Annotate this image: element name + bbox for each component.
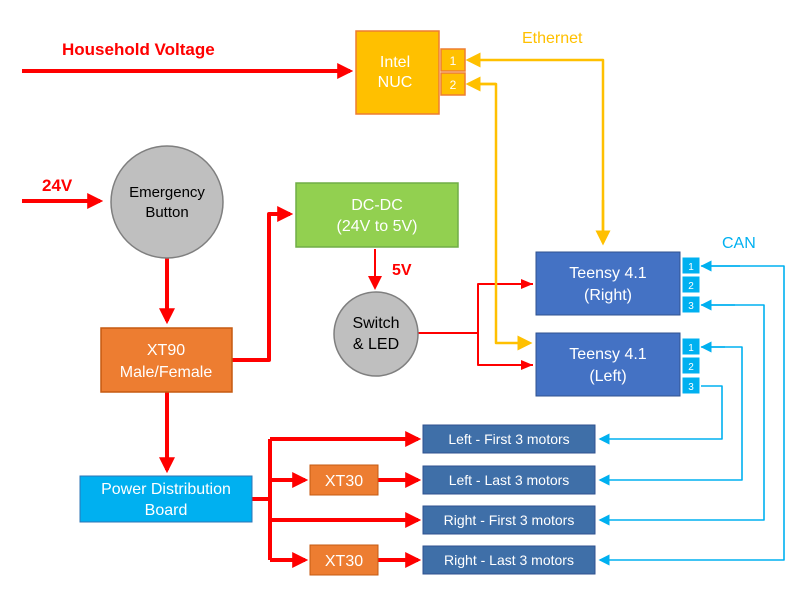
xt30-a-box: [309, 464, 379, 496]
teensy-right: Teensy 4.1 (Right) 1 2 3: [535, 251, 701, 316]
teensy-right-port-2-label: 2: [688, 281, 694, 292]
dcdc-label-2: (24V to 5V): [337, 218, 418, 235]
switch-to-teensy-wire: [418, 283, 533, 366]
switch-label-2: & LED: [353, 336, 399, 353]
teensy-left-box: [535, 332, 681, 397]
intel-nuc-box: [355, 30, 440, 115]
teensy-right-port-3-label: 3: [688, 301, 694, 312]
teensy-right-label-2: (Right): [584, 287, 632, 304]
xt90-label-2: Male/Female: [120, 364, 213, 381]
ethernet-port1-to-teensy-right: [465, 52, 605, 240]
teensy-right-port-1: [681, 256, 701, 275]
nuc-port-1: [440, 48, 466, 72]
power-wires: [22, 63, 533, 568]
xt90-to-dcdc-wire: [232, 206, 294, 362]
motor-box-left-first: [422, 424, 596, 454]
teensy-right-box: [535, 251, 681, 316]
ethernet-wires: [465, 52, 611, 351]
xt30-b-label: XT30: [325, 553, 363, 570]
teensy-left-port-2: [681, 356, 701, 375]
xt30-a-label: XT30: [325, 473, 363, 490]
teensy-right-port-3: [681, 295, 701, 314]
teensy-right-port-2: [681, 275, 701, 294]
intel-nuc: Intel NUC 1 2: [355, 30, 466, 115]
teensy-left-label-1: Teensy 4.1: [569, 346, 646, 363]
household-voltage-label: Household Voltage: [62, 40, 215, 59]
dcdc-box: [295, 182, 459, 248]
teensy-left-label-2: (Left): [589, 368, 626, 385]
teensy-left-port-3-label: 3: [688, 382, 694, 393]
teensy-right-label-1: Teensy 4.1: [569, 265, 646, 282]
motor-label-left-first: Left - First 3 motors: [448, 431, 569, 447]
xt30-b-box: [309, 544, 379, 576]
nuc-port-1-label: 1: [450, 54, 457, 68]
arrowhead-teensy-right: [521, 279, 533, 289]
power-wire-arrowheads: [521, 279, 533, 370]
intel-nuc-label-2: NUC: [378, 74, 413, 91]
nuc-port-2: [440, 72, 466, 96]
can-wires: [598, 260, 785, 566]
teensy-left-port-2-label: 2: [688, 362, 694, 373]
teensy-left-port-3: [681, 376, 701, 395]
switch-circle: [333, 291, 419, 377]
xt90-box: [100, 327, 233, 393]
motor-label-right-first: Right - First 3 motors: [444, 512, 575, 528]
motor-box-left-last: [422, 465, 596, 495]
teensy-right-port-1-label: 1: [688, 262, 694, 273]
5v-label: 5V: [392, 262, 412, 279]
nuc-port-2-label: 2: [450, 78, 457, 92]
xt90-connector: XT90 Male/Female: [100, 327, 233, 393]
motor-label-right-last: Right - Last 3 motors: [444, 552, 574, 568]
pdb-label-2: Board: [145, 502, 188, 519]
motor-box-right-first: [422, 505, 596, 535]
ethernet-label: Ethernet: [522, 30, 583, 47]
pdb-box: [79, 475, 253, 523]
teensy-left: Teensy 4.1 (Left) 1 2 3: [535, 332, 701, 397]
can-left3-to-left-first: [598, 385, 723, 445]
dcdc-label-1: DC-DC: [351, 197, 403, 214]
switch-and-led: Switch & LED: [333, 291, 419, 377]
motor-group-left-first: Left - First 3 motors: [422, 424, 596, 454]
xt30-connector-b: XT30: [309, 544, 379, 576]
motor-label-left-last: Left - Last 3 motors: [449, 472, 570, 488]
switch-label-1: Switch: [352, 315, 399, 332]
motor-group-right-first: Right - First 3 motors: [422, 505, 596, 535]
emergency-button-label-1: Emergency: [129, 184, 205, 201]
emergency-button-label-2: Button: [145, 204, 188, 221]
pdb-label-1: Power Distribution: [101, 481, 231, 498]
24v-label: 24V: [42, 176, 73, 195]
xt90-label-1: XT90: [147, 342, 185, 359]
emergency-button: Emergency Button: [110, 145, 224, 259]
motor-group-left-last: Left - Last 3 motors: [422, 465, 596, 495]
power-distribution-board: Power Distribution Board: [79, 475, 253, 523]
motor-box-right-last: [422, 545, 596, 575]
pdb-bus-wire: [252, 439, 272, 560]
can-label: CAN: [722, 235, 756, 252]
intel-nuc-label-1: Intel: [380, 54, 410, 71]
can-right1-to-right-last: [598, 265, 785, 566]
arrowhead-teensy-left: [521, 360, 533, 370]
emergency-button-circle: [110, 145, 224, 259]
teensy-left-port-1: [681, 337, 701, 356]
dcdc-converter: DC-DC (24V to 5V): [295, 182, 459, 248]
motor-group-right-last: Right - Last 3 motors: [422, 545, 596, 575]
xt30-connector-a: XT30: [309, 464, 379, 496]
teensy-left-port-1-label: 1: [688, 343, 694, 354]
